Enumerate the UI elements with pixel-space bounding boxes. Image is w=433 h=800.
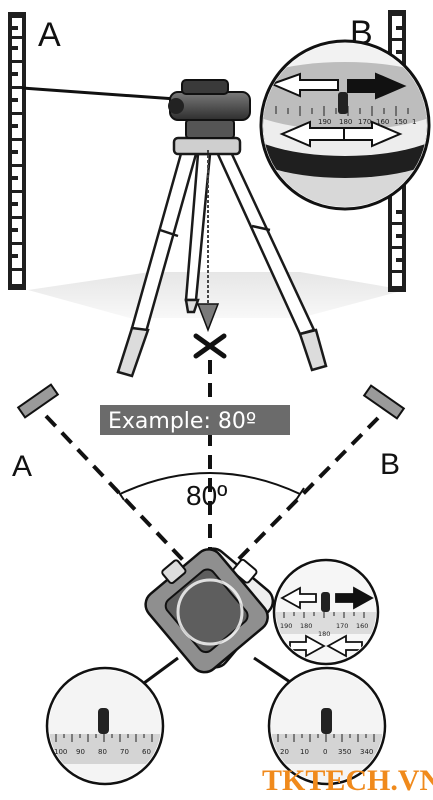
tripod bbox=[116, 136, 328, 378]
dial-top-tick: 1 bbox=[412, 118, 416, 126]
dial-top-tick: 180 bbox=[339, 118, 352, 126]
dial-mid-center: 180 bbox=[318, 630, 330, 638]
dial-left-tick: 80 bbox=[98, 748, 107, 756]
arrow-left-icon bbox=[269, 72, 339, 98]
angle-arc bbox=[119, 472, 301, 495]
dial-left-tick: 100 bbox=[54, 748, 67, 756]
instrument-top-view-a bbox=[144, 548, 269, 674]
dial-top-tick: 150 bbox=[394, 118, 407, 126]
dial-top-tick: 170 bbox=[358, 118, 371, 126]
arrow-left-icon bbox=[326, 634, 363, 658]
watermark: TKTECH.VN bbox=[262, 764, 433, 797]
marker-b-label: B bbox=[380, 448, 400, 481]
dial-mid-tick: 180 bbox=[300, 622, 312, 630]
instrument-center bbox=[176, 578, 244, 646]
arrow-right-icon bbox=[347, 72, 407, 100]
dial-top-tick: 160 bbox=[376, 118, 389, 126]
zoom-dial-right: 20 10 0 350 340 bbox=[267, 666, 387, 786]
bearing-lines bbox=[44, 360, 380, 580]
sight-line bbox=[21, 86, 191, 102]
dial-mid-tick: 160 bbox=[356, 622, 368, 630]
ground-point-x bbox=[193, 333, 227, 359]
marker-b bbox=[362, 384, 406, 420]
dial-right-tick: 20 bbox=[280, 748, 289, 756]
arrow-left-icon bbox=[343, 120, 403, 148]
arrow-right-icon bbox=[289, 634, 326, 658]
dial-mid-tick: 170 bbox=[336, 622, 348, 630]
auto-level-instrument bbox=[168, 79, 251, 139]
dial-left-tick: 70 bbox=[120, 748, 129, 756]
marker-a-label: A bbox=[12, 450, 32, 483]
dial-right-tick: 340 bbox=[360, 748, 373, 756]
ground-plane bbox=[28, 272, 405, 318]
marker-a bbox=[16, 383, 60, 419]
plumb-bob bbox=[196, 303, 220, 333]
dial-top-tick: 190 bbox=[318, 118, 331, 126]
dial-mid-tick: 190 bbox=[280, 622, 292, 630]
dial-right-tick: 350 bbox=[338, 748, 351, 756]
staff-a-label: A bbox=[38, 16, 61, 54]
zoom-dial-middle: 190 180 170 160 180 bbox=[272, 558, 380, 666]
arrow-right-icon bbox=[335, 586, 374, 610]
leveling-staff-a bbox=[8, 12, 26, 290]
example-label: Example: 80º bbox=[108, 409, 256, 434]
zoom-dial-top: 190 180 170 160 150 1 bbox=[259, 39, 431, 211]
dial-left-tick: 60 bbox=[142, 748, 151, 756]
arrow-left-icon bbox=[280, 586, 317, 610]
example-label-box bbox=[100, 405, 290, 435]
dial-right-tick: 10 bbox=[300, 748, 309, 756]
angle-value: 80º bbox=[186, 480, 227, 511]
zoom-dial-left: 100 90 80 70 60 bbox=[45, 666, 165, 786]
dial-left-tick: 90 bbox=[76, 748, 85, 756]
dial-right-tick: 0 bbox=[323, 748, 327, 756]
